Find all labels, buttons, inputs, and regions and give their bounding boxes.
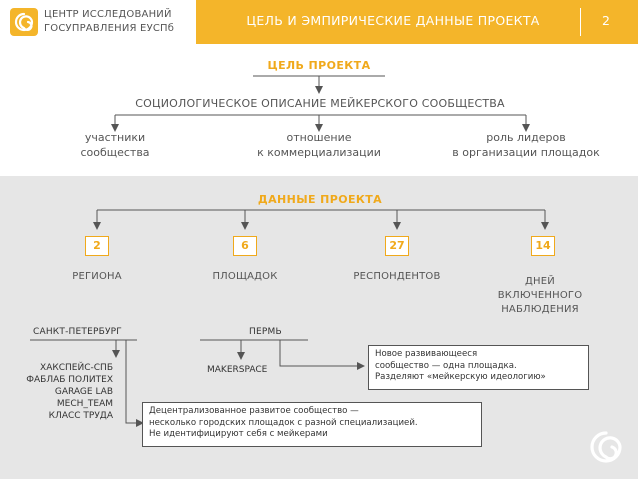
place-item: MECH_TEAM [56, 399, 113, 409]
header-divider [580, 8, 581, 36]
callout-line: Не идентифицируют себя с мейкерами [149, 429, 328, 439]
goal-item-line: в организации площадок [452, 146, 600, 159]
goal-item-line: роль лидеров [486, 131, 566, 144]
goal-section [0, 44, 638, 176]
goal-heading: ЦЕЛЬ ПРОЕКТА [267, 59, 371, 72]
place-item: ХАКСПЕЙС-СПБ [40, 363, 113, 373]
logo-line-1: ЦЕНТР ИССЛЕДОВАНИЙ [44, 9, 172, 20]
stat-label-respondents: РЕСПОНДЕНТОВ [353, 271, 441, 282]
stat-label-regions: РЕГИОНА [72, 271, 122, 282]
swirl-watermark-icon [584, 425, 628, 469]
callout-line: сообщество — одна площадка. [375, 360, 517, 371]
spb-places-list: ХАКСПЕЙС-СПБ ФАБЛАБ ПОЛИТЕХ GARAGE LAB M… [0, 362, 113, 422]
stat-label-line: ДНЕЙ [525, 276, 555, 287]
city-spb: САНКТ-ПЕТЕРБУРГ [33, 327, 122, 337]
stat-label-line: ВКЛЮЧЕННОГО [497, 290, 583, 301]
stat-value-regions: 2 [85, 236, 109, 256]
perm-place-item: MAKERSPACE [207, 365, 268, 375]
stat-label-sites: ПЛОЩАДОК [212, 271, 278, 282]
goal-item-commercialization: отношение к коммерциализации [229, 130, 409, 160]
data-heading: ДАННЫЕ ПРОЕКТА [257, 193, 383, 206]
callout-line: Децентрализованное развитое сообщество — [149, 406, 359, 416]
city-perm: ПЕРМЬ [249, 327, 282, 337]
goal-item-line: участники [84, 131, 146, 144]
place-item: GARAGE LAB [54, 387, 113, 397]
place-item: КЛАСС ТРУДА [48, 411, 113, 421]
callout-line: Новое развивающееся [375, 349, 478, 359]
slide-title: ЦЕЛЬ И ЭМПИРИЧЕСКИЕ ДАННЫЕ ПРОЕКТА [246, 13, 540, 28]
stat-label-line: НАБЛЮДЕНИЯ [501, 304, 579, 315]
stat-value-days: 14 [531, 236, 555, 256]
goal-item-leaders: роль лидеров в организации площадок [431, 130, 621, 160]
goal-main-text: СОЦИОЛОГИЧЕСКОЕ ОПИСАНИЕ МЕЙКЕРСКОГО СОО… [135, 97, 505, 110]
logo-line-2: ГОСУПРАВЛЕНИЯ ЕУСПб [44, 23, 175, 34]
goal-item-line: отношение [286, 131, 352, 144]
callout-spb: Децентрализованное развитое сообщество —… [142, 402, 482, 447]
header-title-bar [196, 0, 638, 44]
goal-item-line: сообщества [80, 146, 150, 159]
callout-line: несколько городских площадок с разной сп… [149, 417, 418, 428]
goal-item-line: к коммерциализации [257, 146, 381, 159]
swirl-logo-icon [10, 8, 38, 36]
goal-item-participants: участники сообщества [45, 130, 185, 160]
page-number: 2 [602, 13, 610, 28]
callout-line: Разделяют «мейкерскую идеологию» [375, 372, 546, 382]
stat-value-respondents: 27 [385, 236, 409, 256]
callout-perm: Новое развивающееся сообщество — одна пл… [368, 345, 589, 390]
logo-text: ЦЕНТР ИССЛЕДОВАНИЙ ГОСУПРАВЛЕНИЯ ЕУСПб [44, 8, 174, 36]
stat-label-days: ДНЕЙ ВКЛЮЧЕННОГО НАБЛЮДЕНИЯ [480, 275, 600, 317]
place-item: ФАБЛАБ ПОЛИТЕХ [26, 375, 113, 385]
stat-value-sites: 6 [233, 236, 257, 256]
